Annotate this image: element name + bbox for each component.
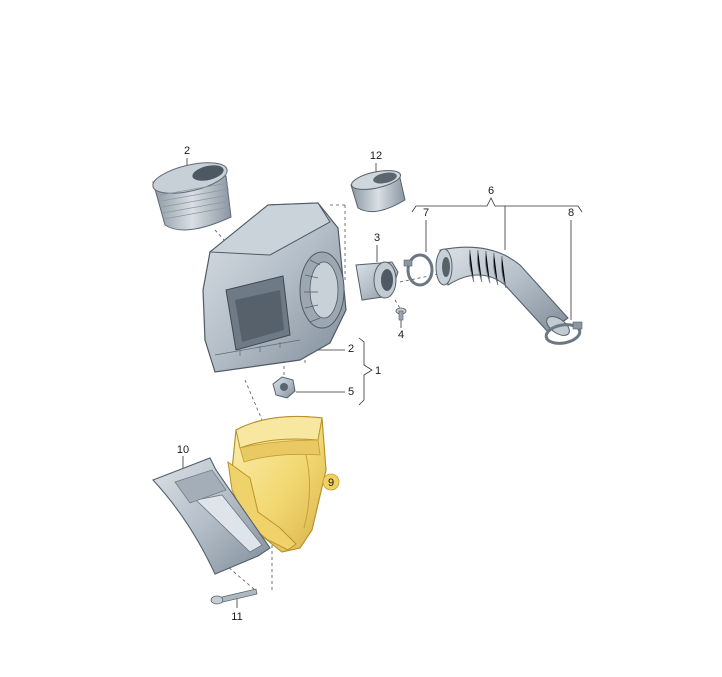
callout-labels: 2 12 6 7 8 3 4 2 1 5 10 9 11 bbox=[177, 145, 574, 623]
hose-clamp-small bbox=[403, 253, 434, 287]
callout-9-badge bbox=[322, 473, 340, 491]
callout-6: 6 bbox=[488, 185, 494, 197]
callout-4: 4 bbox=[398, 329, 404, 341]
bracket-1 bbox=[358, 337, 373, 406]
callout-12: 12 bbox=[370, 150, 382, 162]
mass-airflow-adapter bbox=[355, 261, 399, 301]
housing-screw bbox=[395, 307, 407, 321]
callout-10: 10 bbox=[177, 444, 189, 456]
connecting-sleeve bbox=[350, 170, 406, 213]
callout-2-filter: 2 bbox=[184, 145, 190, 157]
air-intake-duct bbox=[227, 415, 327, 553]
callout-2-housing: 2 bbox=[348, 343, 354, 355]
callout-1: 1 bbox=[375, 365, 381, 377]
callout-3: 3 bbox=[374, 232, 380, 244]
air-filter-element bbox=[152, 162, 232, 231]
callout-9: 9 bbox=[328, 477, 334, 489]
hose-clamp-large bbox=[544, 321, 583, 345]
mounting-bolt bbox=[210, 588, 258, 605]
callout-11: 11 bbox=[231, 611, 242, 623]
air-guide-panel bbox=[152, 457, 271, 575]
grommet-nut bbox=[272, 376, 296, 399]
callout-7: 7 bbox=[423, 207, 429, 219]
callout-5: 5 bbox=[348, 386, 354, 398]
intake-hose bbox=[435, 246, 570, 336]
callout-8: 8 bbox=[568, 207, 574, 219]
air-filter-housing bbox=[202, 202, 347, 373]
bracket-6 bbox=[411, 197, 583, 213]
